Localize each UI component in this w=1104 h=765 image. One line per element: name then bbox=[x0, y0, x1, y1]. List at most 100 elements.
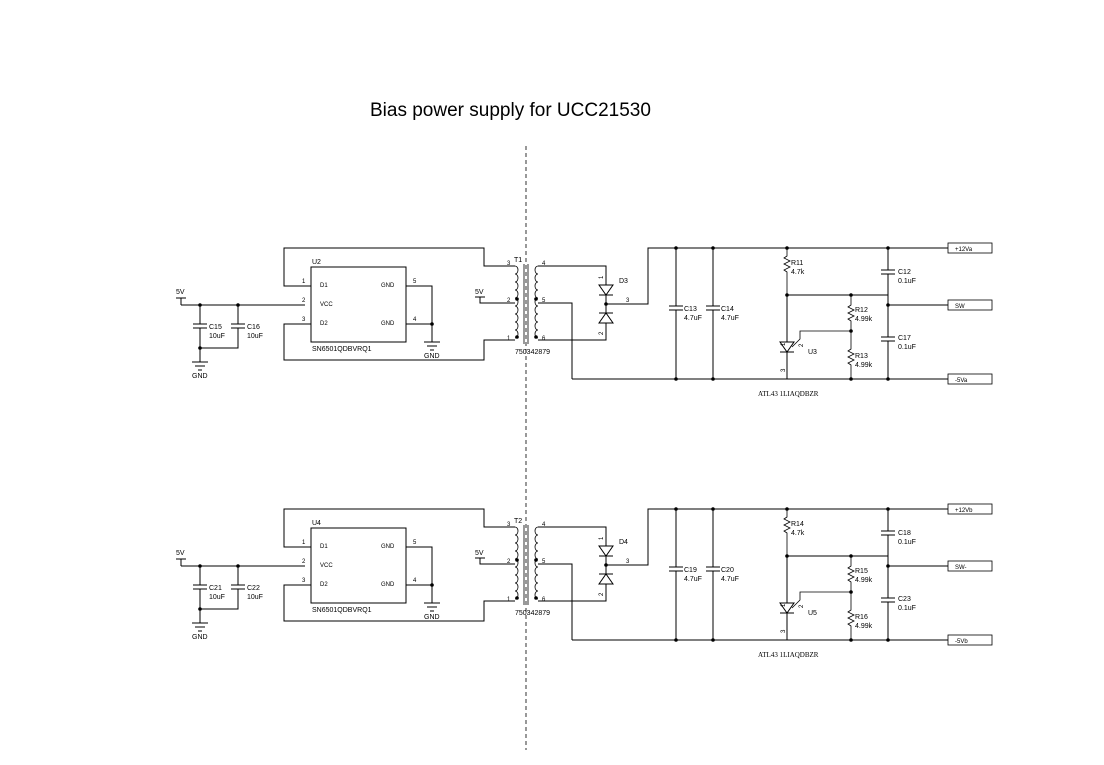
gnd-label-input: GND bbox=[192, 373, 208, 380]
svg-text:R13: R13 bbox=[855, 353, 868, 360]
diode-ref: D4 bbox=[619, 539, 628, 546]
driver-ref: U2 bbox=[312, 259, 321, 266]
svg-text:2: 2 bbox=[599, 592, 605, 596]
regulator-part: ATL43 1LIAQDBZR bbox=[758, 651, 819, 659]
svg-text:4.99k: 4.99k bbox=[855, 623, 873, 630]
svg-text:R12: R12 bbox=[855, 307, 868, 314]
net-label-bottom: -5Vb bbox=[955, 639, 968, 645]
pin-d1: D1 bbox=[320, 283, 328, 289]
svg-text:2: 2 bbox=[507, 559, 511, 565]
transformer-ref: T1 bbox=[514, 257, 522, 264]
pin-d2: D2 bbox=[320, 582, 328, 588]
net-label-bottom: -5Va bbox=[955, 378, 968, 384]
svg-text:5: 5 bbox=[413, 540, 417, 546]
svg-text:1: 1 bbox=[599, 275, 605, 279]
svg-text:C23: C23 bbox=[898, 596, 911, 603]
svg-text:4: 4 bbox=[413, 578, 417, 584]
svg-text:6: 6 bbox=[542, 597, 546, 603]
page-title: Bias power supply for UCC21530 bbox=[370, 100, 651, 121]
svg-text:2: 2 bbox=[799, 604, 805, 608]
svg-text:6: 6 bbox=[542, 336, 546, 342]
c16-ref: C16 bbox=[247, 324, 260, 331]
c16-value: 10uF bbox=[247, 333, 263, 340]
svg-text:1: 1 bbox=[507, 336, 511, 342]
svg-text:C12: C12 bbox=[898, 269, 911, 276]
svg-text:3: 3 bbox=[781, 368, 787, 372]
svg-text:C14: C14 bbox=[721, 306, 734, 313]
svg-text:2: 2 bbox=[507, 298, 511, 304]
svg-text:5V: 5V bbox=[475, 550, 484, 557]
stage-b: 5V C21 10uF C22 10uF GND U4 SN6501QDBVRQ… bbox=[176, 503, 993, 659]
svg-text:U5: U5 bbox=[808, 610, 817, 617]
svg-text:1: 1 bbox=[781, 603, 787, 607]
svg-text:5: 5 bbox=[413, 279, 417, 285]
svg-text:1: 1 bbox=[302, 540, 306, 546]
svg-text:3: 3 bbox=[507, 261, 511, 267]
c15-ref: C15 bbox=[209, 324, 222, 331]
svg-text:0.1uF: 0.1uF bbox=[898, 539, 916, 546]
svg-text:3: 3 bbox=[626, 559, 630, 565]
pin-d2: D2 bbox=[320, 321, 328, 327]
svg-text:4.7uF: 4.7uF bbox=[721, 576, 739, 583]
pin-gnd-a: GND bbox=[381, 544, 395, 550]
svg-text:4: 4 bbox=[542, 522, 546, 528]
svg-text:R15: R15 bbox=[855, 568, 868, 575]
svg-text:2: 2 bbox=[799, 343, 805, 347]
svg-text:3: 3 bbox=[302, 578, 306, 584]
svg-text:3: 3 bbox=[507, 522, 511, 528]
svg-text:5: 5 bbox=[542, 559, 546, 565]
svg-text:5V: 5V bbox=[475, 289, 484, 296]
svg-text:4.99k: 4.99k bbox=[855, 316, 873, 323]
svg-text:0.1uF: 0.1uF bbox=[898, 344, 916, 351]
pin-gnd-a: GND bbox=[381, 283, 395, 289]
gnd-label-driver: GND bbox=[424, 353, 440, 360]
svg-text:4.7uF: 4.7uF bbox=[721, 315, 739, 322]
svg-text:4.99k: 4.99k bbox=[855, 362, 873, 369]
svg-text:4.99k: 4.99k bbox=[855, 577, 873, 584]
svg-text:5: 5 bbox=[542, 298, 546, 304]
svg-text:3: 3 bbox=[302, 317, 306, 323]
pin-vcc: VCC bbox=[320, 563, 333, 569]
c22-value: 10uF bbox=[247, 594, 263, 601]
supply-label-5v: 5V bbox=[176, 289, 185, 296]
svg-text:1: 1 bbox=[781, 342, 787, 346]
svg-text:R14: R14 bbox=[791, 521, 804, 528]
net-label-top: +12Va bbox=[955, 247, 973, 253]
c22-ref: C22 bbox=[247, 585, 260, 592]
svg-text:0.1uF: 0.1uF bbox=[898, 278, 916, 285]
pin-gnd-b: GND bbox=[381, 582, 395, 588]
svg-text:C19: C19 bbox=[684, 567, 697, 574]
svg-text:2: 2 bbox=[302, 298, 306, 304]
svg-text:2: 2 bbox=[599, 331, 605, 335]
regulator-part: ATL43 1LIAQDBZR bbox=[758, 390, 819, 398]
net-label-mid: SW bbox=[955, 304, 965, 310]
svg-text:1: 1 bbox=[599, 536, 605, 540]
svg-text:4.7k: 4.7k bbox=[791, 269, 805, 276]
svg-text:4: 4 bbox=[542, 261, 546, 267]
svg-text:1: 1 bbox=[302, 279, 306, 285]
c15-value: 10uF bbox=[209, 333, 225, 340]
c21-value: 10uF bbox=[209, 594, 225, 601]
svg-text:3: 3 bbox=[626, 298, 630, 304]
c21-ref: C21 bbox=[209, 585, 222, 592]
gnd-label-input: GND bbox=[192, 634, 208, 641]
svg-text:1: 1 bbox=[507, 597, 511, 603]
svg-text:C13: C13 bbox=[684, 306, 697, 313]
svg-text:R16: R16 bbox=[855, 614, 868, 621]
driver-part: SN6501QDBVRQ1 bbox=[312, 607, 372, 614]
net-label-mid: SW- bbox=[955, 565, 967, 571]
svg-text:C17: C17 bbox=[898, 335, 911, 342]
pin-vcc: VCC bbox=[320, 302, 333, 308]
transformer-ref: T2 bbox=[514, 518, 522, 525]
pin-d1: D1 bbox=[320, 544, 328, 550]
driver-ref: U4 bbox=[312, 520, 321, 527]
svg-text:U3: U3 bbox=[808, 349, 817, 356]
svg-text:4.7uF: 4.7uF bbox=[684, 315, 702, 322]
driver-part: SN6501QDBVRQ1 bbox=[312, 346, 372, 353]
transformer-part: 750342879 bbox=[515, 610, 550, 617]
supply-label-5v: 5V bbox=[176, 550, 185, 557]
svg-text:C18: C18 bbox=[898, 530, 911, 537]
svg-text:C20: C20 bbox=[721, 567, 734, 574]
svg-text:R11: R11 bbox=[791, 260, 803, 267]
